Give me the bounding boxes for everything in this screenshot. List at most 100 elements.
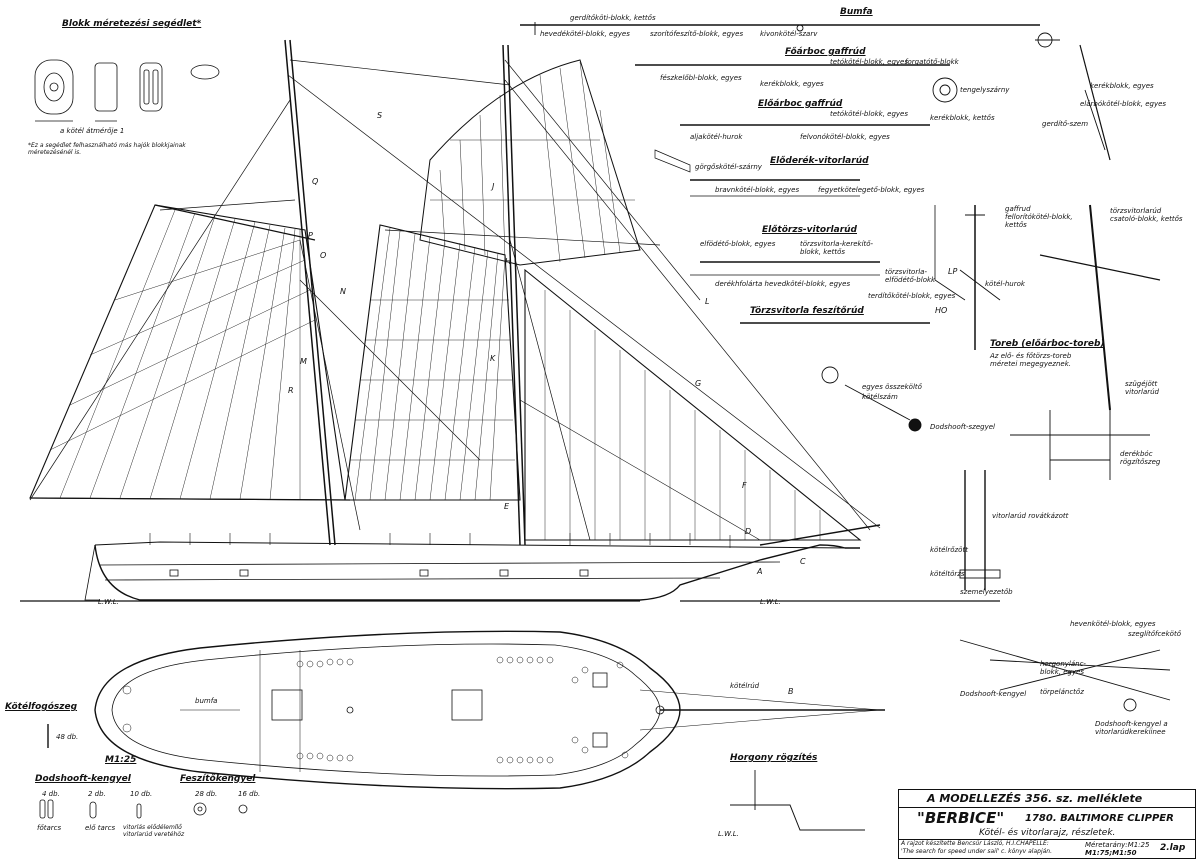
dk-label-1: főtarcs — [37, 824, 62, 832]
dk-count-3: 10 db. — [130, 790, 153, 798]
letter-G: G — [695, 379, 702, 388]
waterline-left: L.W.L. — [98, 598, 119, 606]
title-sheet: 2.lap — [1160, 843, 1186, 853]
title-ship-name: "BERBICE" — [917, 809, 1005, 827]
title-credit1: A rajzot készítette Bencsúr László, H.I.… — [901, 840, 1049, 847]
letter-F: F — [742, 481, 747, 490]
mast-note-7: elárbókötél-blokk, egyes — [1080, 100, 1167, 108]
letter-H: H — [505, 257, 512, 266]
eloarboc-note-1: aljakötél-hurok — [690, 133, 743, 141]
dk-count-1: 4 db. — [42, 790, 60, 798]
chain-note-3: kötélrőzött — [930, 546, 968, 554]
letter-R: R — [288, 386, 294, 395]
label-eloarboc-gaffrud: Előárboc gaffrúd — [758, 99, 843, 109]
bow-note-2: horgonylánc-blokk, egyes — [1040, 660, 1086, 676]
foarboc-note-3: fészkelőbl-blokk, egyes — [660, 74, 742, 82]
block-aid-heading: Blokk méretezési segédlet* — [62, 19, 202, 29]
fore-gaff-sail — [344, 224, 521, 501]
title-subtitle: Kötél- és vitorlarajz, részletek. — [979, 828, 1116, 838]
block-aid-note2: *Ez a segédlet felhasználható más hajók … — [28, 142, 186, 156]
letter-C: C — [800, 557, 806, 566]
label-foarboc-gaffrud: Főárboc gaffrúd — [785, 47, 866, 57]
letter-E: E — [504, 502, 510, 511]
mast-note-4: törzsvitorlarúd csatoló-blokk, kettős — [1110, 207, 1183, 223]
spar-note-5: kerékblokk, egyes — [1090, 82, 1154, 90]
letter-A: A — [757, 567, 763, 576]
chain-note-2: vitorlarúd rovátkázott — [992, 512, 1069, 520]
fk-count-2: 16 db. — [238, 790, 261, 798]
label-toreb-note: Az elő- és főtörzs-toreb méretei megegye… — [990, 352, 1072, 368]
label-kotelfogoszeg: Kötélfogószeg — [5, 702, 78, 712]
dead-eye-note: Dodshooft-szegyel — [930, 423, 995, 431]
chain-note-4: kötéltörzs — [930, 570, 965, 578]
dk-count-2: 2 db. — [88, 790, 106, 798]
masts — [284, 39, 526, 546]
hull-profile — [20, 533, 1000, 602]
eloarboc-note-2: felvonókötél-blokk, egyes — [800, 133, 890, 141]
title-line1: A MODELLEZÉS 356. sz. melléklete — [927, 792, 1143, 805]
elotorzs-note-4: törzsvitorla-elfödétő-blokk — [885, 268, 936, 284]
headsails — [519, 268, 881, 546]
spar-note-4: kivonkötél-szarv — [760, 30, 818, 38]
bow-note-1: szeglítőfcekötő — [1128, 630, 1181, 638]
chain-note-5: szemelyezetőb — [960, 588, 1013, 596]
waterline-right: L.W.L. — [760, 598, 781, 606]
ring-note-2: kötélszám — [862, 393, 898, 401]
block-sizing-aid — [34, 59, 220, 122]
letter-J: J — [492, 182, 495, 191]
letter-O: O — [320, 251, 327, 260]
eloarboc-note-3: tetókötél-blokk, egyes — [830, 110, 909, 118]
label-torzsvitorla: Törzsvitorla feszítőrúd — [750, 306, 864, 316]
spar-note-3: szorítófeszítő-blokk, egyes — [650, 30, 744, 38]
deck-plan — [94, 630, 885, 790]
waterline-anchor: L.W.L. — [718, 830, 739, 838]
eloarboc-note-4: kerékblokk, kettős — [930, 114, 995, 122]
deck-label-bumfa: bumfa — [195, 697, 218, 705]
letter-M: M — [300, 357, 307, 366]
bow-note-6: Dodshooft-kengyel a vitorlarúdkerekiinee — [1095, 720, 1168, 736]
foarboc-note-4: forgatótő-blokk — [905, 58, 959, 66]
label-horgony: Horgony rögzítés — [730, 753, 818, 763]
chain-note-1: derékbóc rögzítőszeg — [1120, 450, 1161, 466]
elodereks-note-2: bravnkötél-blokk, egyes — [715, 186, 800, 194]
title-credit2: 'The search for speed under sail' c. kön… — [901, 848, 1053, 855]
elodereks-note-1: görgőskötél-szárny — [695, 163, 762, 171]
label-elodereks: Előderék-vitorlarúd — [770, 156, 869, 166]
bow-note-4: Dodshooft-kengyel — [960, 690, 1027, 698]
title-block: A MODELLEZÉS 356. sz. melléklete "BERBIC… — [898, 789, 1196, 859]
ring-note-1: egyes összeköltő — [862, 383, 922, 391]
label-feszito-kengyel: Feszítőkengyel — [180, 774, 256, 784]
elotorzs-note-5: terdítőkötél-blokk, egyes — [868, 292, 956, 300]
foarboc-note-5: tengelyszárny — [960, 86, 1010, 94]
label-elotorzs: Előtörzs-vitorlarúd — [762, 225, 857, 235]
bow-note-5: törpelánctőz — [1040, 688, 1084, 696]
label-bumfa: Bumfa — [840, 7, 873, 17]
bow-note-3: hevenkötél-blokk, egyes — [1070, 620, 1156, 628]
letter-D: D — [745, 527, 752, 536]
foarboc-note-1: tetókötél-blokk, egyes — [830, 58, 909, 66]
spar-note-2: hevedékötél-blokk, egyes — [540, 30, 630, 38]
mast-note-5: szügéjött vitorlarúd — [1125, 380, 1159, 396]
letter-HO: HO — [935, 306, 948, 315]
fk-count-1: 28 db. — [195, 790, 218, 798]
letter-N: N — [340, 287, 346, 296]
letter-K: K — [490, 354, 496, 363]
elotorzs-note-2: törzsvitorla-kerekítő-blokk, kettős — [800, 240, 874, 256]
letter-L: L — [705, 297, 710, 306]
letter-B: B — [788, 687, 794, 696]
letter-P: P — [308, 231, 313, 240]
dk-label-3: vitorlás elődélemllő vitorlarúd veretéhö… — [123, 824, 185, 838]
letter-LP: LP — [948, 267, 958, 276]
title-scale-value: M1:75;M1:50 — [1085, 849, 1137, 857]
mast-note-6: kötél-hurok — [985, 280, 1025, 288]
foarboc-note-2: kerékblokk, egyes — [760, 80, 824, 88]
label-m125: M1:25 — [105, 755, 137, 765]
title-scale-label: Méretarány:M1:25 — [1085, 841, 1150, 849]
elodereks-note-3: fegyetkötelegető-blokk, egyes — [818, 186, 925, 194]
elotorzs-note-1: elfödétő-blokk, egyes — [700, 240, 776, 248]
stays — [29, 59, 881, 541]
elotorzs-note-3: derékhfolárta hevedkötél-blokk, egyes — [715, 280, 851, 288]
main-sail — [29, 204, 351, 501]
title-year-type: 1780. BALTIMORE CLIPPER — [1025, 813, 1174, 824]
